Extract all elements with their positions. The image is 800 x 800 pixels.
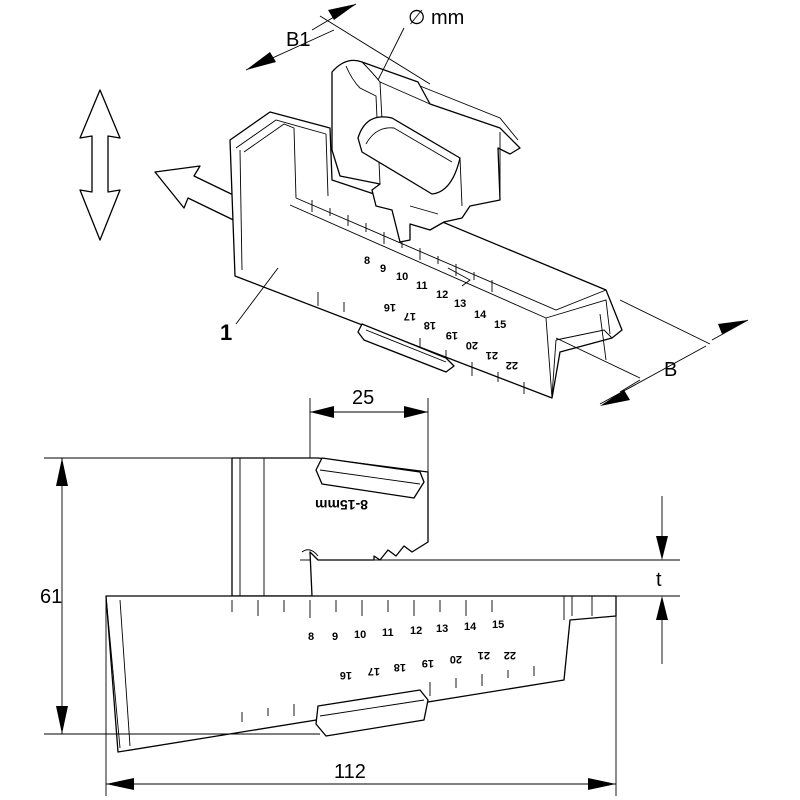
scale-number: 13 — [436, 623, 448, 635]
scale-number: 15 — [492, 619, 504, 631]
vertical-double-arrow-icon — [79, 89, 121, 241]
dimension-b1: B1 — [245, 3, 431, 85]
scale-number: 22 — [504, 649, 516, 661]
scale-number: 21 — [478, 649, 490, 661]
front-view: 25 8-15mm t — [40, 387, 680, 796]
scale-number: 12 — [410, 625, 422, 637]
lower-clip-tab — [315, 689, 429, 737]
dimension-61: 61 — [40, 457, 320, 735]
scale-number: 12 — [436, 289, 448, 301]
dimension-b: B — [555, 299, 749, 406]
base-body-front — [105, 595, 617, 753]
upper-clip-tab — [315, 457, 425, 499]
isometric-scale-ticks — [311, 200, 525, 394]
scale-number: 9 — [332, 631, 338, 643]
scale-number: 11 — [382, 627, 394, 639]
scale-number: 17 — [404, 310, 416, 322]
isometric-top-scale: 8 9 10 11 12 13 14 15 — [364, 255, 506, 331]
scale-number: 8 — [364, 255, 370, 267]
dimension-label-61: 61 — [40, 586, 62, 608]
front-scale-ticks — [231, 600, 535, 722]
front-bottom-scale: 16 17 18 19 20 21 22 — [340, 649, 516, 681]
scale-number: 16 — [340, 669, 352, 681]
diameter-label: ∅ mm — [408, 7, 464, 29]
scale-number: 21 — [486, 349, 498, 361]
scale-number: 11 — [416, 280, 428, 292]
dimension-label-t: t — [656, 569, 662, 591]
scale-number: 16 — [384, 301, 396, 313]
scale-number: 8 — [308, 631, 314, 643]
scale-number: 9 — [380, 263, 386, 275]
dimension-label-112: 112 — [334, 761, 366, 783]
scale-number: 14 — [474, 309, 487, 321]
range-label: 8-15mm — [315, 497, 368, 513]
scale-number: 15 — [494, 319, 506, 331]
scale-number: 19 — [422, 657, 434, 669]
scale-number: 17 — [368, 665, 380, 677]
scale-number: 20 — [450, 653, 462, 665]
scale-number: 19 — [446, 329, 458, 341]
dimension-112: 112 — [105, 600, 617, 796]
scale-number: 22 — [506, 359, 518, 371]
scale-number: 18 — [424, 319, 436, 331]
front-top-scale: 8 9 10 11 12 13 14 15 — [308, 619, 504, 643]
scale-number: 14 — [464, 621, 477, 633]
scale-number: 20 — [466, 339, 478, 351]
scale-number: 13 — [454, 298, 466, 310]
scale-number: 10 — [354, 629, 366, 641]
dimension-label-b: B — [664, 359, 677, 381]
isometric-bottom-scale: 16 17 18 19 20 21 22 — [384, 301, 518, 371]
dimension-label-b1: B1 — [286, 29, 310, 51]
dimension-label-25: 25 — [352, 387, 374, 409]
item-number: 1 — [220, 320, 232, 345]
scale-number: 10 — [396, 271, 408, 283]
isometric-view: 8 9 10 11 12 13 14 15 16 17 18 19 20 21 … — [79, 3, 749, 406]
scale-number: 18 — [394, 661, 406, 673]
